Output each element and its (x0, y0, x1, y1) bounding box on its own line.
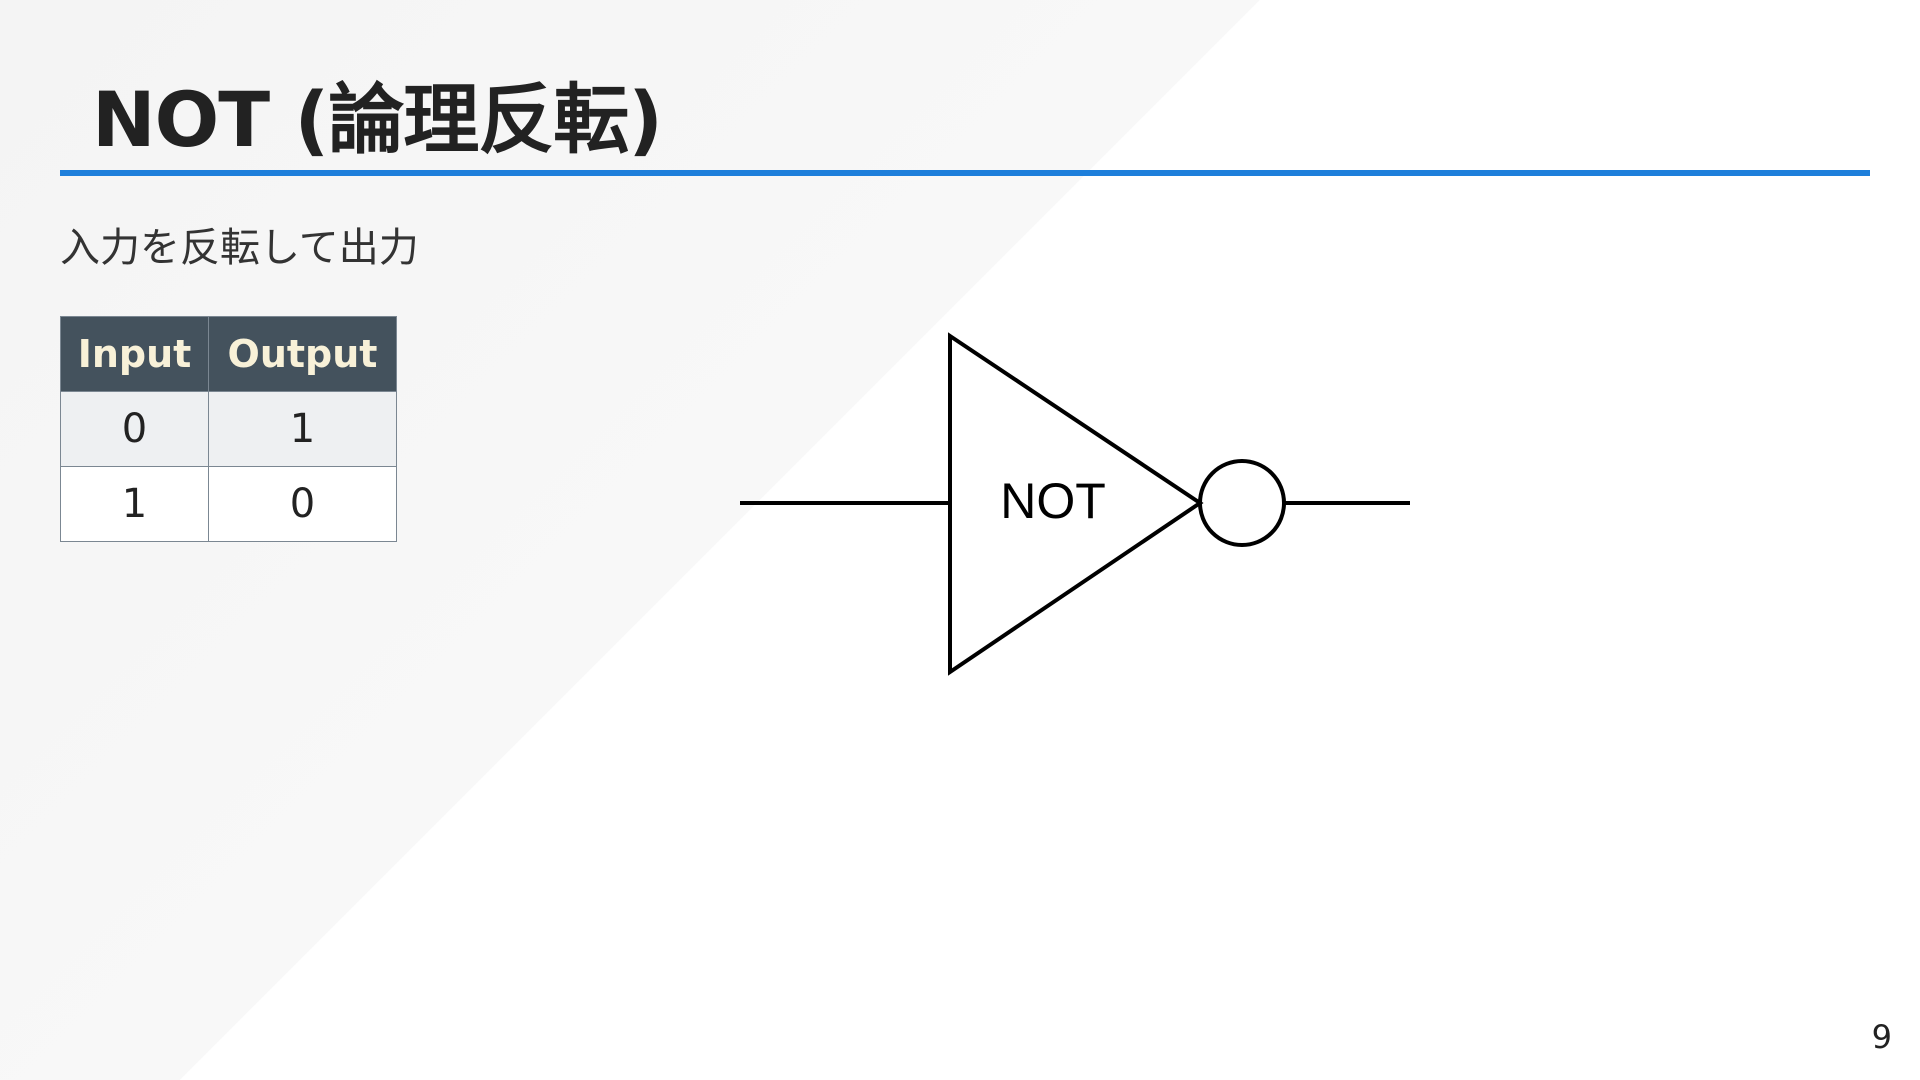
truth-table-cell-output: 0 (208, 466, 397, 542)
slide-title: NOT (論理反転) (92, 75, 663, 164)
table-row: 1 0 (60, 466, 397, 542)
truth-table-header-row: Input Output (60, 316, 397, 392)
title-underline (60, 170, 1870, 176)
not-gate-triangle (948, 332, 1204, 676)
truth-table-header-output: Output (208, 316, 397, 392)
truth-table-header-input: Input (60, 316, 209, 392)
table-row: 0 1 (60, 391, 397, 467)
truth-table: Input Output 0 1 1 0 (60, 316, 397, 542)
truth-table-cell-input: 1 (60, 466, 209, 542)
slide-subtitle: 入力を反転して出力 (60, 225, 419, 271)
gate-label: NOT (1000, 473, 1106, 529)
truth-table-cell-input: 0 (60, 391, 209, 467)
truth-table-cell-output: 1 (208, 391, 397, 467)
page-number: 9 (1871, 1018, 1892, 1056)
inversion-bubble (1198, 459, 1286, 547)
